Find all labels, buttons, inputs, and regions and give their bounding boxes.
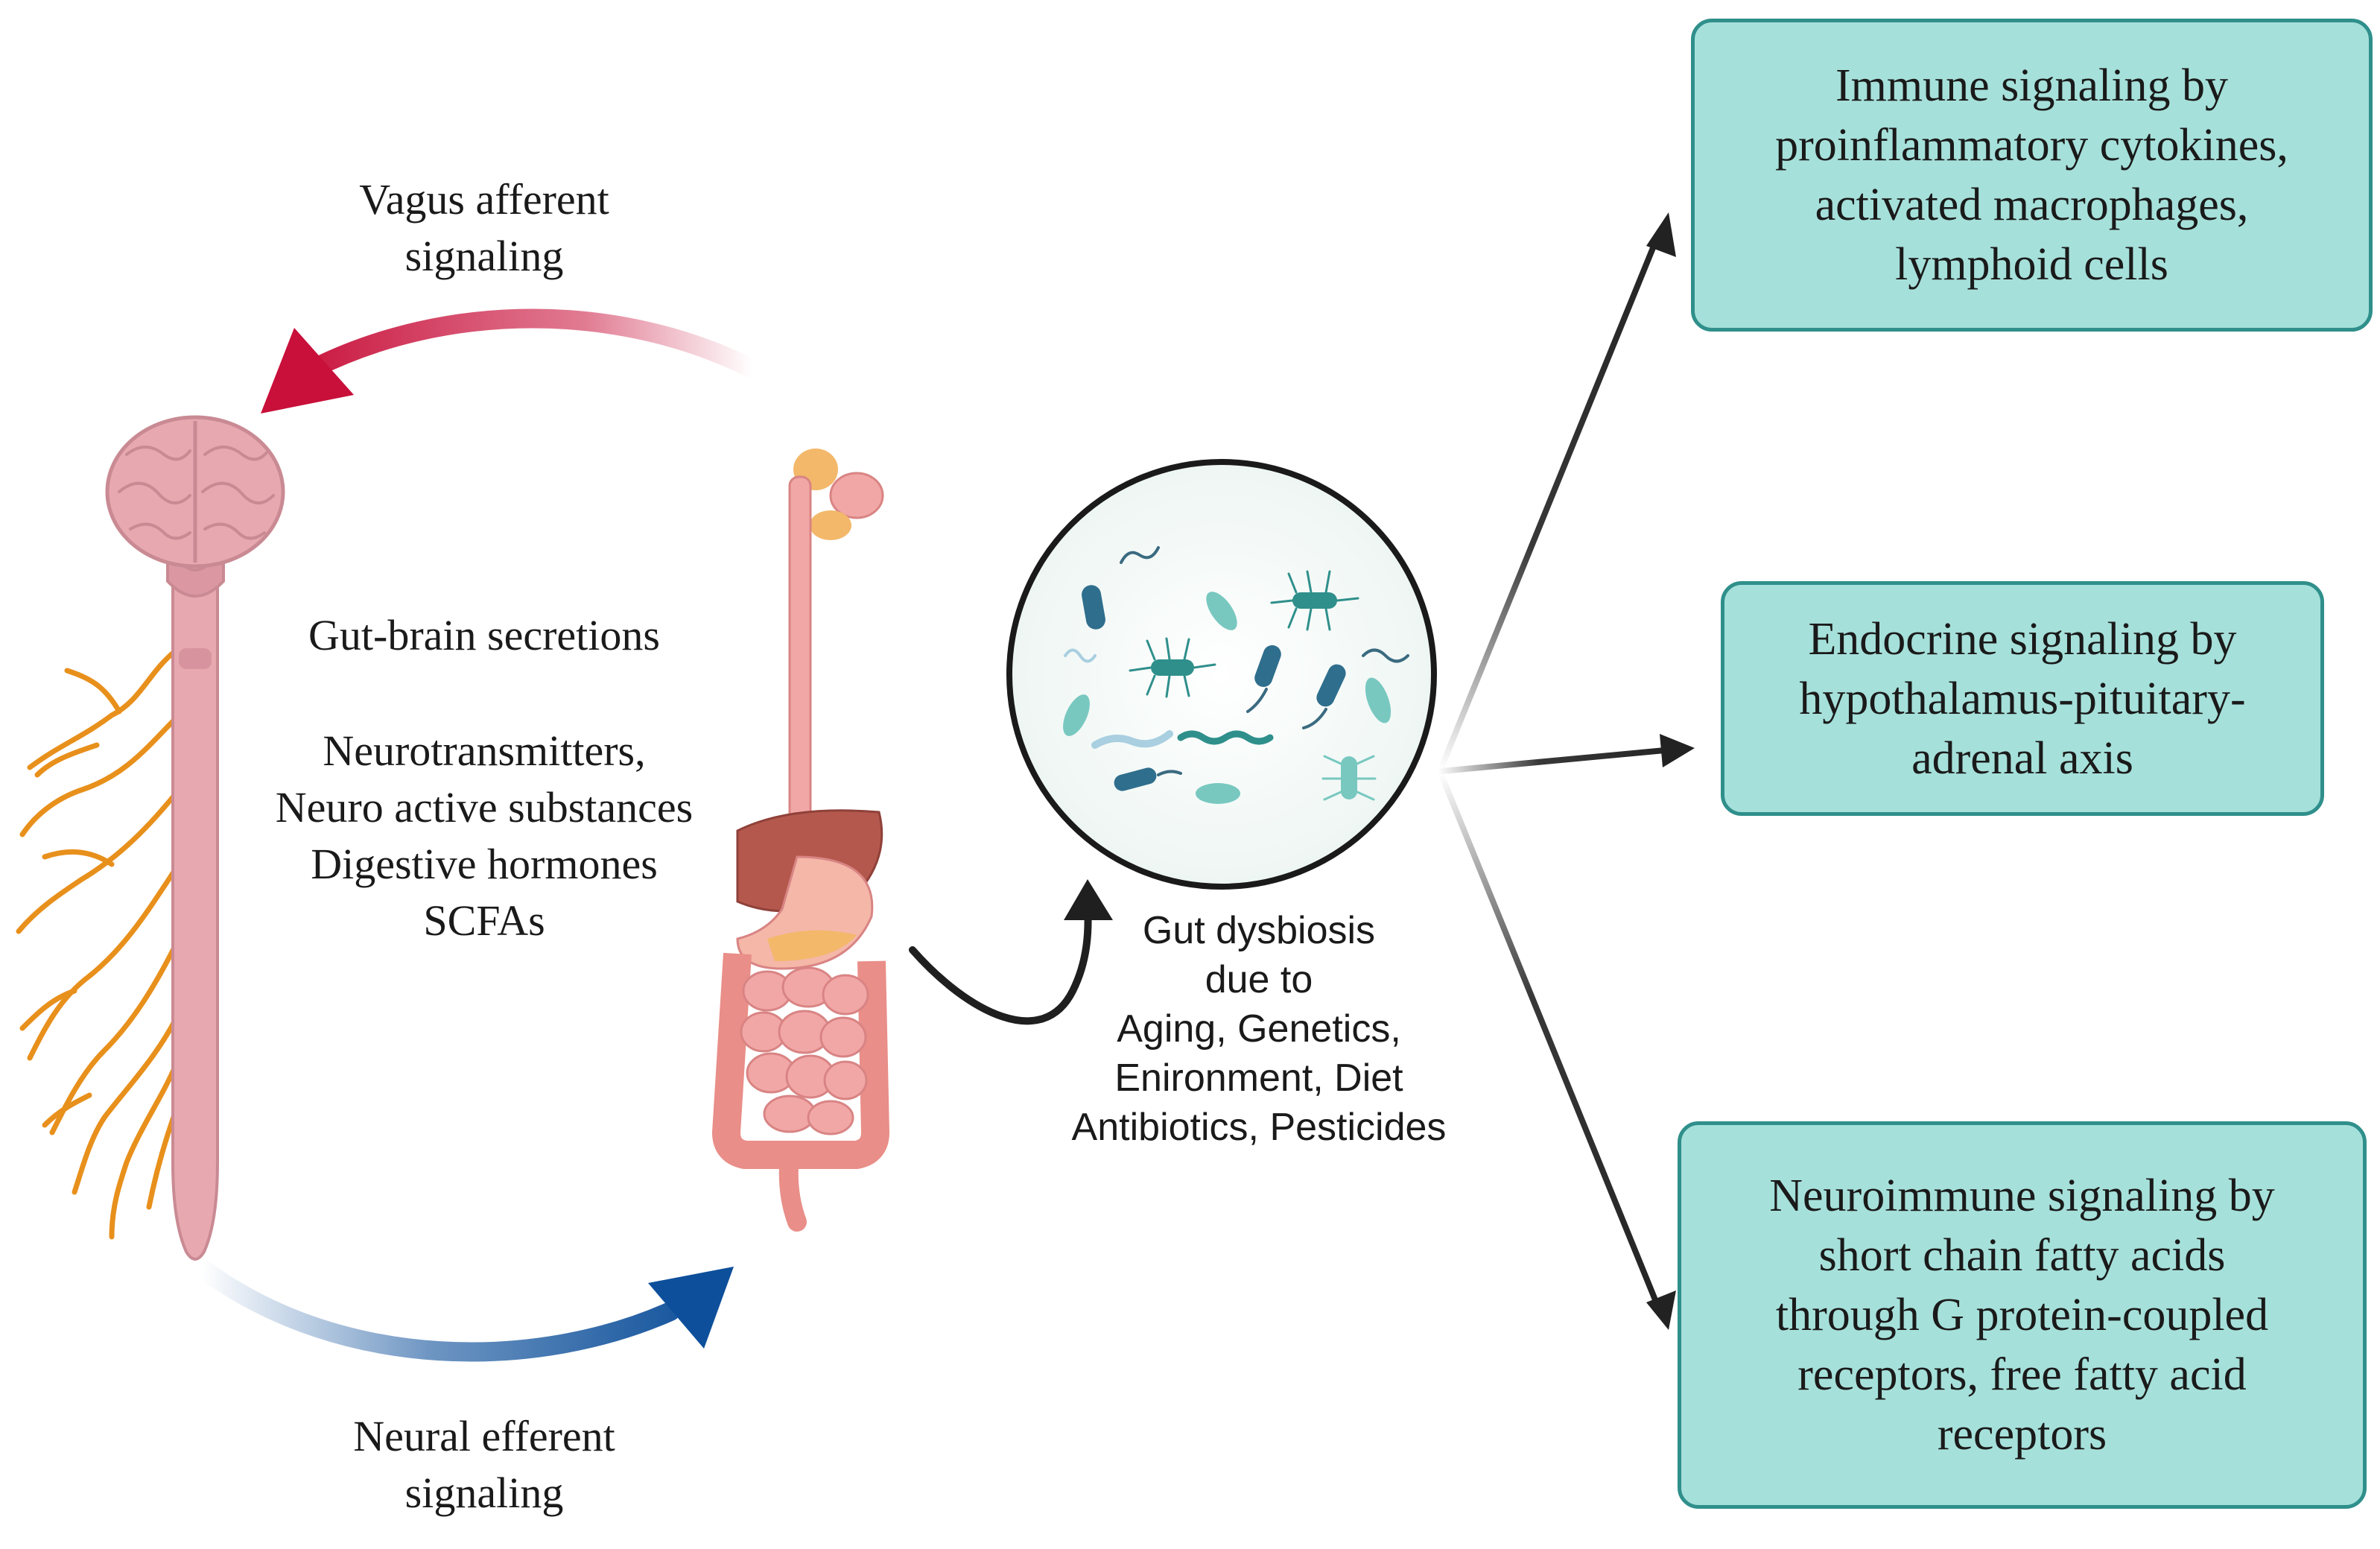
secretion-item: SCFAs: [423, 896, 545, 945]
immune-signaling-box: Immune signaling by proinflammatory cyto…: [1691, 19, 2373, 332]
secretion-item: Neurotransmitters,: [323, 726, 646, 775]
afferent-arrow: [261, 308, 762, 414]
neuroimmune-signaling-box: Neuroimmune signaling by short chain fat…: [1678, 1121, 2367, 1509]
dysbiosis-label: Gut dysbiosis due to Aging, Genetics, En…: [1071, 909, 1447, 1149]
endocrine-signaling-box: Endocrine signaling by hypothalamus-pitu…: [1721, 581, 2324, 816]
efferent-label: Neural efferent signaling: [353, 1412, 615, 1517]
outcome-arrows: [1438, 212, 1695, 1330]
microbiota-lens-icon: [1006, 459, 1437, 890]
secretion-item: Neuro active substances: [275, 783, 694, 831]
secretion-item: Digestive hormones: [311, 840, 658, 888]
secretions-list: Neurotransmitters, Neuro active substanc…: [216, 723, 752, 949]
brain-spinal-cord-icon: [16, 415, 285, 1261]
afferent-label: Vagus afferent signaling: [359, 175, 609, 280]
gut-to-dysbiosis-arrow: [909, 879, 1113, 1025]
digestive-system-icon: [712, 449, 889, 1232]
secretions-heading: Gut-brain secretions: [308, 611, 660, 659]
efferent-arrow: [195, 1261, 734, 1362]
